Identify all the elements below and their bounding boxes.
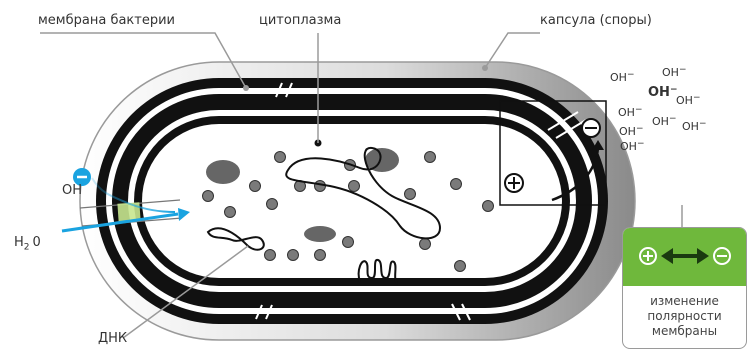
cytoplasm-label: цитоплазма — [259, 14, 341, 27]
ion-oh: OH− — [676, 94, 700, 106]
card-line-1: изменение — [623, 294, 746, 309]
ion-oh: OH− — [618, 106, 642, 118]
card-line-2: полярности — [623, 309, 746, 324]
ion-oh: OH− — [620, 140, 644, 152]
plus-circle-icon — [637, 245, 659, 267]
double-arrow-icon — [661, 245, 709, 267]
card-line-3: мембраны — [623, 324, 746, 339]
plus-sign — [505, 174, 523, 192]
ion-oh: OH− — [648, 86, 677, 99]
polarity-card: изменение полярности мембраны — [622, 227, 747, 349]
membrane-label: мембрана бактерии — [38, 14, 175, 27]
oh-label: ОН — [62, 184, 82, 197]
minus-circle-icon — [711, 245, 733, 267]
ion-oh: OH− — [610, 71, 634, 83]
minus-sign — [582, 119, 600, 137]
ion-oh: OH− — [619, 125, 643, 137]
ion-oh: OH− — [682, 120, 706, 132]
capsule-label: капсула (споры) — [540, 14, 652, 27]
polarity-card-header — [623, 228, 746, 286]
ion-oh: OH− — [652, 115, 676, 127]
polarity-card-text: изменение полярности мембраны — [623, 286, 746, 339]
dna-label: ДНК — [98, 332, 127, 345]
ion-oh: OH− — [662, 66, 686, 78]
